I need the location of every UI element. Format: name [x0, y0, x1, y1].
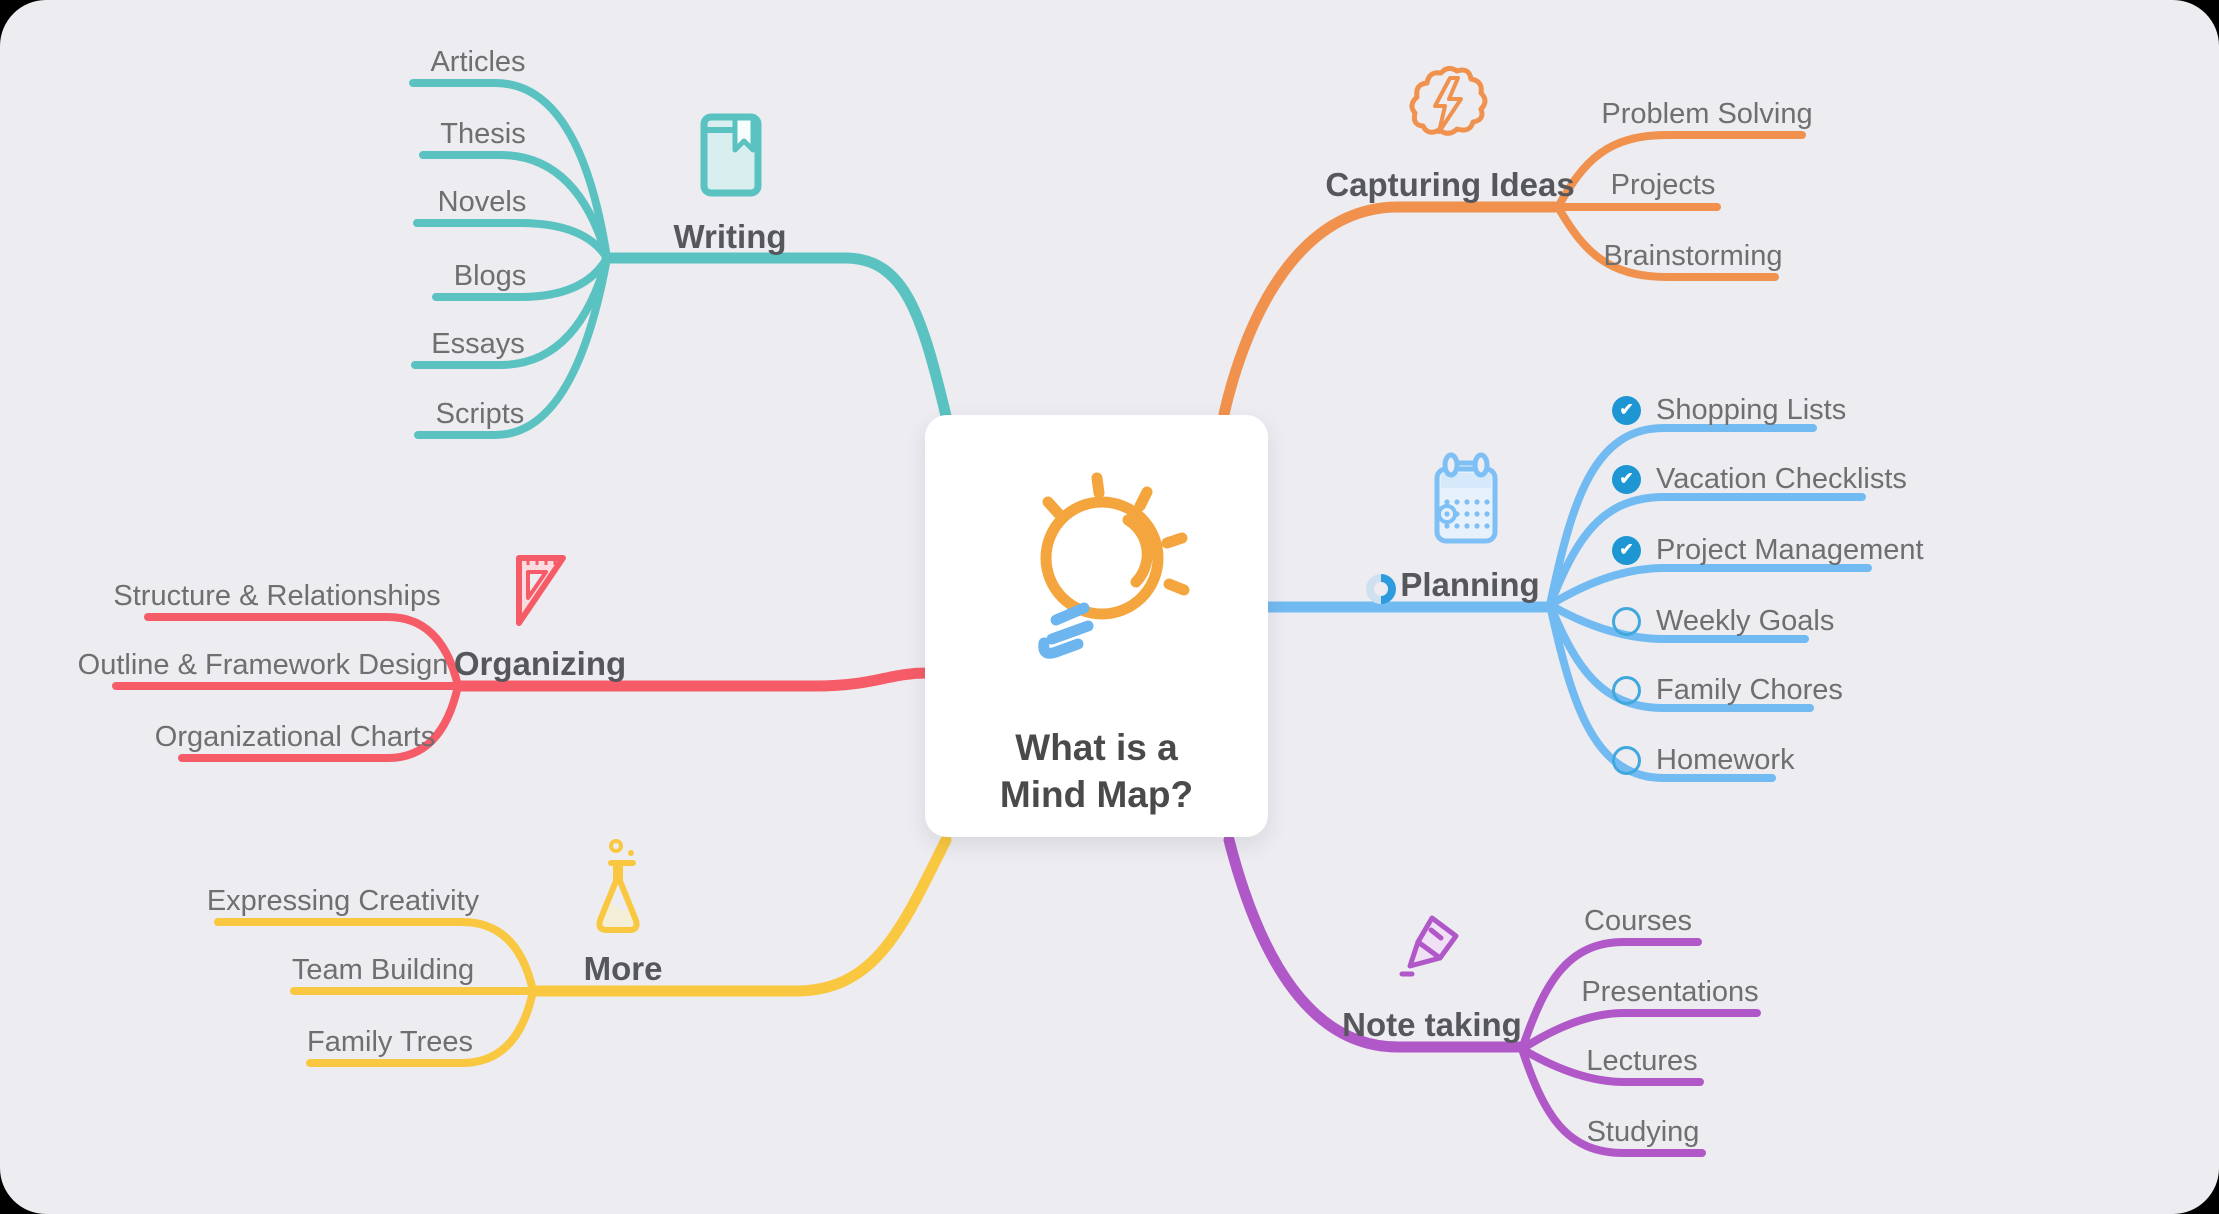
node-problem-solving: Problem Solving	[1601, 98, 1813, 130]
node-articles: Articles	[430, 46, 526, 78]
branch-line	[1546, 564, 1872, 609]
branch-line	[414, 254, 611, 439]
branch-line	[1518, 938, 1702, 1053]
node-note-taking: Note taking	[1342, 1006, 1522, 1043]
notetaking-branch-lines	[1223, 834, 1761, 1157]
branch-line	[214, 918, 537, 995]
node-scripts: Scripts	[435, 398, 525, 430]
planning-progress-icon	[1366, 574, 1396, 604]
writing-branch-lines	[409, 79, 953, 439]
branch-line	[1518, 1045, 1706, 1157]
branch-line	[1546, 601, 1776, 782]
branch-line	[1518, 1045, 1704, 1086]
center-node-title: What is a Mind Map?	[999, 727, 1194, 816]
task-family-chores: Family Chores	[1612, 671, 1843, 709]
brain-lightning-icon	[1408, 62, 1490, 149]
branch-line	[1546, 493, 1866, 609]
calendar-icon	[1432, 452, 1500, 552]
node-team-building: Team Building	[291, 954, 475, 986]
branch-line	[144, 613, 462, 690]
node-presentations: Presentations	[1581, 976, 1759, 1008]
node-family-trees: Family Trees	[307, 1026, 473, 1058]
branch-line	[1546, 424, 1817, 609]
empty-circle-icon[interactable]	[1612, 606, 1641, 636]
node-expressing-creativity: Expressing Creativity	[206, 885, 480, 917]
node-outline-framework: Outline & Framework Design	[77, 649, 449, 681]
highlighter-icon	[1398, 908, 1468, 993]
set-square-icon	[512, 552, 570, 635]
planning-branch-lines	[1262, 424, 1872, 782]
book-icon	[700, 113, 762, 202]
node-blogs: Blogs	[453, 260, 527, 292]
node-more: More	[583, 950, 663, 987]
node-structure-relationships: Structure & Relationships	[113, 580, 441, 612]
task-homework: Homework	[1612, 741, 1795, 779]
branch-line	[1518, 1009, 1761, 1053]
notetaking-main-line	[1223, 834, 1528, 1053]
node-writing: Writing	[673, 218, 787, 255]
more-branch-lines	[214, 834, 952, 1067]
task-weekly-goals: Weekly Goals	[1612, 602, 1834, 640]
node-studying: Studying	[1586, 1116, 1700, 1148]
branch-line	[1554, 203, 1779, 281]
task-shopping-lists: Shopping Lists	[1612, 391, 1846, 429]
node-lectures: Lectures	[1586, 1045, 1698, 1077]
node-thesis: Thesis	[440, 118, 526, 150]
checked-circle-icon[interactable]	[1612, 464, 1641, 494]
capturing-main-line	[1218, 201, 1564, 420]
branch-line	[419, 151, 611, 262]
task-vacation-checklists: Vacation Checklists	[1612, 460, 1907, 498]
node-brainstorming: Brainstorming	[1603, 240, 1783, 272]
node-planning: Planning	[1400, 566, 1540, 603]
more-main-line	[527, 834, 952, 997]
node-capturing-ideas: Capturing Ideas	[1325, 166, 1575, 203]
organizing-main-line	[452, 667, 933, 692]
flask-icon	[592, 836, 652, 951]
node-projects: Projects	[1610, 169, 1716, 201]
lightbulb-icon	[1000, 468, 1195, 688]
capturing-branch-lines	[1218, 131, 1806, 420]
checked-circle-icon[interactable]	[1612, 535, 1641, 565]
writing-main-line	[601, 252, 953, 426]
node-courses: Courses	[1584, 905, 1692, 937]
node-novels: Novels	[437, 186, 527, 218]
empty-circle-icon[interactable]	[1612, 745, 1641, 775]
node-organizing: Organizing	[453, 645, 627, 682]
branch-line	[413, 219, 611, 262]
node-organizational-charts: Organizational Charts	[154, 721, 436, 753]
branch-line	[1554, 131, 1806, 211]
branch-line	[409, 79, 611, 262]
node-essays: Essays	[431, 328, 525, 360]
empty-circle-icon[interactable]	[1612, 675, 1641, 705]
branch-line	[178, 682, 462, 762]
branch-line	[1546, 601, 1809, 643]
branch-line	[1546, 601, 1814, 712]
checked-circle-icon[interactable]	[1612, 395, 1641, 425]
organizing-branch-lines	[112, 613, 933, 762]
branch-line	[306, 987, 537, 1067]
task-project-management: Project Management	[1612, 531, 1924, 569]
